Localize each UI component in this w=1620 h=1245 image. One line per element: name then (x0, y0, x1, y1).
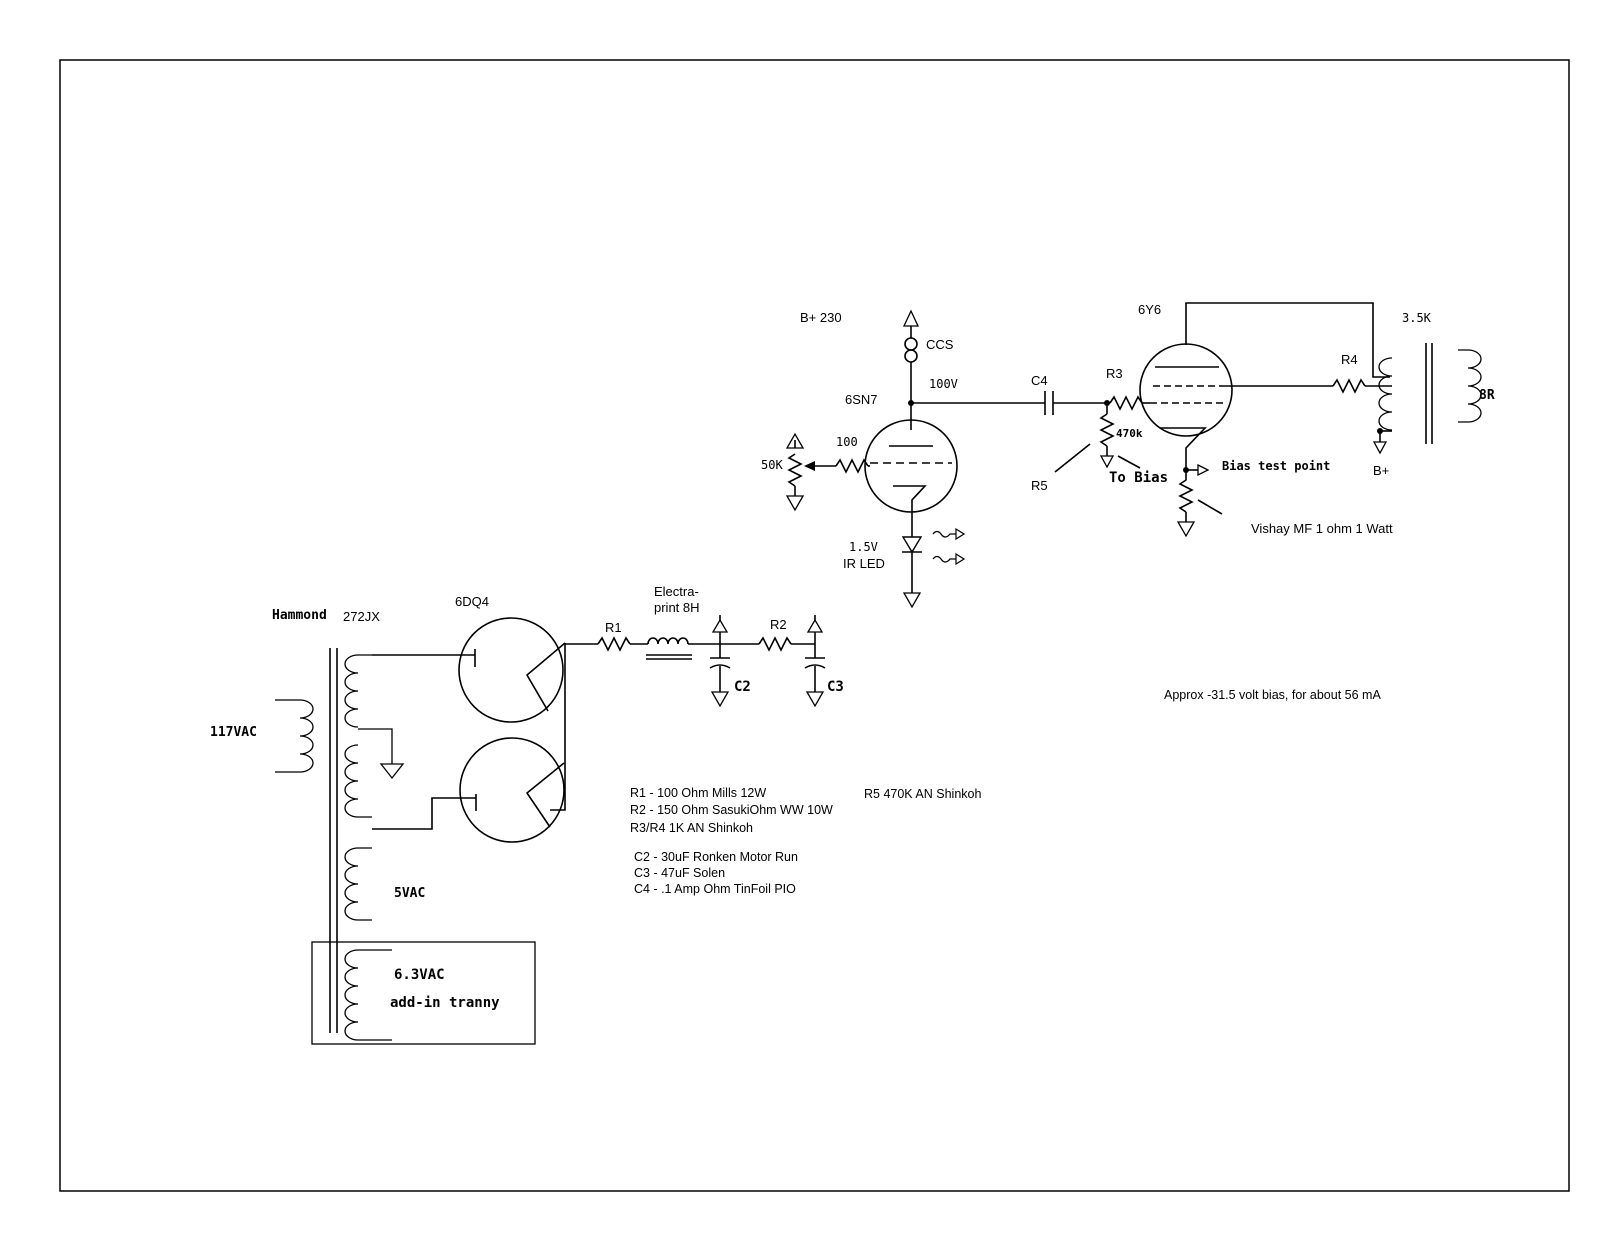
label-5vac: 5VAC (394, 886, 426, 901)
label-choke-line1: Electra- (654, 584, 699, 599)
output-transformer (1372, 343, 1482, 455)
label-470k: 470k (1116, 427, 1143, 440)
label-r2: R2 (770, 617, 787, 632)
parts-list-r1: R1 - 100 Ohm Mills 12W (630, 786, 767, 800)
parts-list-r5: R5 470K AN Shinkoh (864, 787, 982, 801)
label-grid-resistor: 100 (836, 435, 858, 449)
label-100v: 100V (929, 377, 958, 391)
label-choke-line2: print 8H (654, 600, 700, 615)
label-bias-test-point: Bias test point (1222, 459, 1331, 473)
label-6dq4: 6DQ4 (455, 594, 489, 609)
label-r5: R5 (1031, 478, 1048, 493)
label-ir-led: IR LED (843, 556, 885, 571)
parts-list-r2: R2 - 150 Ohm SasukiOhm WW 10W (630, 803, 833, 817)
rectifier-tubes (372, 617, 566, 843)
parts-list-c2: C2 - 30uF Ronken Motor Run (634, 850, 798, 864)
label-vishay-resistor: Vishay MF 1 ohm 1 Watt (1251, 521, 1393, 536)
parts-list-c3: C3 - 47uF Solen (634, 866, 726, 880)
label-6-3vac: 6.3VAC (394, 967, 445, 983)
coupling-network (1044, 391, 1150, 473)
parts-list-r3r4: R3/R4 1K AN Shinkoh (630, 821, 753, 835)
label-bias-note: Approx -31.5 volt bias, for about 56 mA (1164, 688, 1381, 702)
label-3-5k: 3.5K (1402, 311, 1431, 325)
parts-list-c4: C4 - .1 Amp Ohm TinFoil PIO (634, 882, 796, 896)
label-c2: C2 (734, 679, 751, 695)
label-117vac: 117VAC (210, 725, 257, 740)
add-in-tranny-box (311, 941, 536, 1045)
label-to-bias: To Bias (1109, 470, 1169, 486)
label-8r: 8R (1479, 388, 1495, 403)
label-r3: R3 (1106, 366, 1123, 381)
page-frame (59, 59, 1570, 1192)
label-hammond-model: 272JX (343, 609, 380, 624)
label-6y6: 6Y6 (1138, 302, 1162, 317)
power-transformer (275, 648, 536, 1045)
input-stage (785, 309, 1045, 609)
label-r4: R4 (1341, 352, 1358, 367)
label-b-plus: B+ (1373, 463, 1390, 478)
label-6sn7: 6SN7 (845, 392, 878, 407)
power-supply-filter (565, 615, 826, 708)
label-ccs: CCS (926, 337, 954, 352)
label-b-plus-230: B+ 230 (800, 310, 842, 325)
label-50k-pot: 50K (761, 458, 783, 472)
label-led-voltage: 1.5V (849, 540, 878, 554)
label-hammond: Hammond (272, 608, 327, 623)
label-c4: C4 (1031, 373, 1048, 388)
output-stage (1139, 302, 1392, 538)
label-c3: C3 (827, 679, 844, 695)
label-r1: R1 (605, 620, 622, 635)
label-add-in-tranny: add-in tranny (390, 995, 500, 1011)
